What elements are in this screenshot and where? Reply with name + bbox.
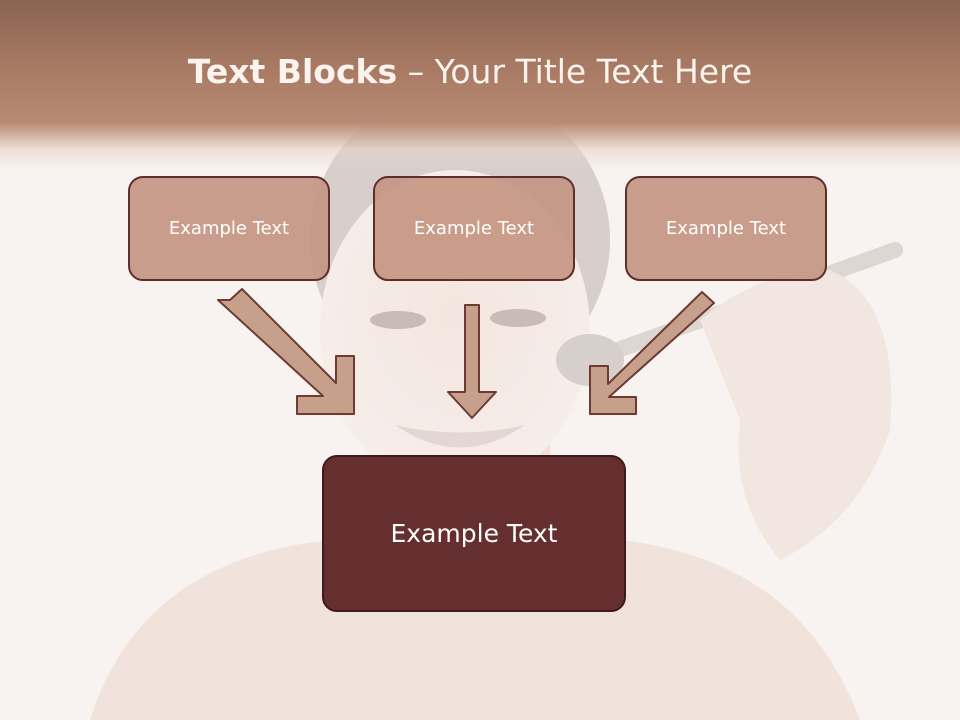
slide-title: Text Blocks – Your Title Text Here (0, 52, 940, 91)
text-block-right-label: Example Text (665, 218, 787, 239)
arrow-center-icon (447, 304, 497, 419)
title-rest: Your Title Text Here (434, 52, 753, 91)
title-band (0, 0, 960, 170)
main-text-block[interactable]: Example Text (322, 455, 626, 612)
text-block-center[interactable]: Example Text (373, 176, 575, 281)
arrow-left-icon (217, 288, 355, 415)
title-dash: – (397, 52, 435, 91)
title-bold: Text Blocks (187, 52, 398, 91)
main-text-block-label: Example Text (390, 519, 558, 548)
text-block-left[interactable]: Example Text (128, 176, 330, 281)
text-block-right[interactable]: Example Text (625, 176, 827, 281)
arrow-right-icon (589, 291, 715, 415)
text-block-left-label: Example Text (168, 218, 290, 239)
text-block-center-label: Example Text (413, 218, 535, 239)
